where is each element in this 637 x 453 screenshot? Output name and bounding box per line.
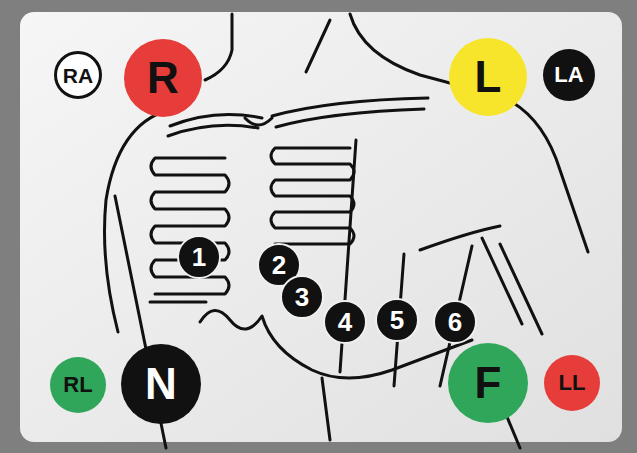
electrode-label: 1	[192, 244, 206, 270]
chest-lead-number: 5	[375, 298, 419, 342]
electrode-label: 6	[448, 309, 462, 335]
electrode-label: L	[475, 55, 502, 99]
chest-lead-number: 3	[280, 275, 324, 319]
label-card	[20, 12, 622, 442]
electrode-label: LL	[559, 372, 586, 394]
electrode-circle: R	[124, 39, 202, 117]
limb-electrode-code: LL	[544, 355, 600, 411]
chest-lead-number: 1	[177, 235, 221, 279]
limb-electrode-code: RA	[54, 51, 102, 99]
electrode-label: 5	[390, 307, 404, 333]
chest-lead-number: 4	[323, 300, 367, 344]
electrode-circle: F	[448, 343, 528, 423]
electrode-label: F	[475, 361, 502, 405]
electrode-label: LA	[554, 64, 583, 86]
electrode-label: 2	[272, 252, 286, 278]
chest-lead-number: 6	[433, 300, 477, 344]
electrode-label: 3	[295, 284, 309, 310]
electrode-label: 4	[338, 309, 352, 335]
electrode-circle: L	[449, 38, 527, 116]
electrode-label: RA	[63, 65, 93, 86]
electrode-circle: N	[121, 344, 201, 424]
electrode-label: N	[145, 362, 177, 406]
electrode-label: RL	[63, 374, 92, 396]
torso-lines	[105, 14, 589, 448]
limb-electrode-code: LA	[543, 49, 595, 101]
electrode-label: R	[147, 56, 179, 100]
limb-electrode-code: RL	[50, 357, 106, 413]
